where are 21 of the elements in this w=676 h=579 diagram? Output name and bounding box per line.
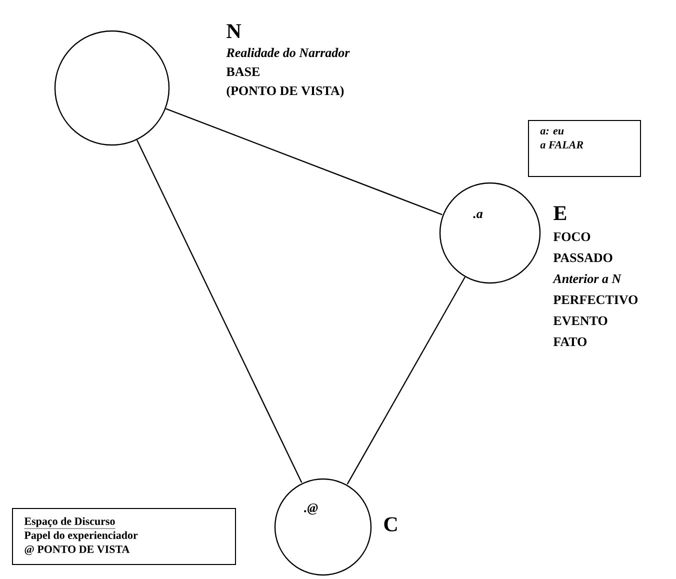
node-label: Anterior a N bbox=[552, 274, 622, 284]
connector-line bbox=[166, 108, 442, 216]
node-label: Realidade do Narrador bbox=[226, 48, 350, 58]
node-label: E bbox=[554, 206, 566, 220]
note-box: Espaço de Discurso Papel do experienciador @ PONTO DE VISTA bbox=[12, 508, 236, 565]
node-label: FOCO bbox=[553, 232, 590, 242]
connector-line bbox=[346, 276, 466, 485]
node-label: FATO bbox=[553, 337, 587, 346]
connector-line bbox=[136, 140, 302, 483]
node-label: N bbox=[226, 24, 242, 38]
node-label: PASSADO bbox=[553, 253, 612, 262]
node-label: EVENTO bbox=[553, 316, 608, 326]
note-box: a: eu a FALAR bbox=[528, 120, 641, 177]
circle-label: .@ bbox=[304, 503, 318, 515]
circle-label: N Realidade do Narrador BASE (PONTO DE VISTA) bbox=[226, 24, 350, 98]
side-label: C bbox=[384, 517, 397, 532]
circle-label: .a bbox=[473, 212, 483, 218]
node-label: BASE bbox=[226, 67, 260, 76]
side-label: E FOCO PASSADO Anterior a N PERFECTIVO EVENTO FATO bbox=[552, 206, 638, 346]
node-label: (PONTO DE VISTA) bbox=[226, 86, 344, 98]
node-label: PERFECTIVO bbox=[553, 295, 638, 304]
